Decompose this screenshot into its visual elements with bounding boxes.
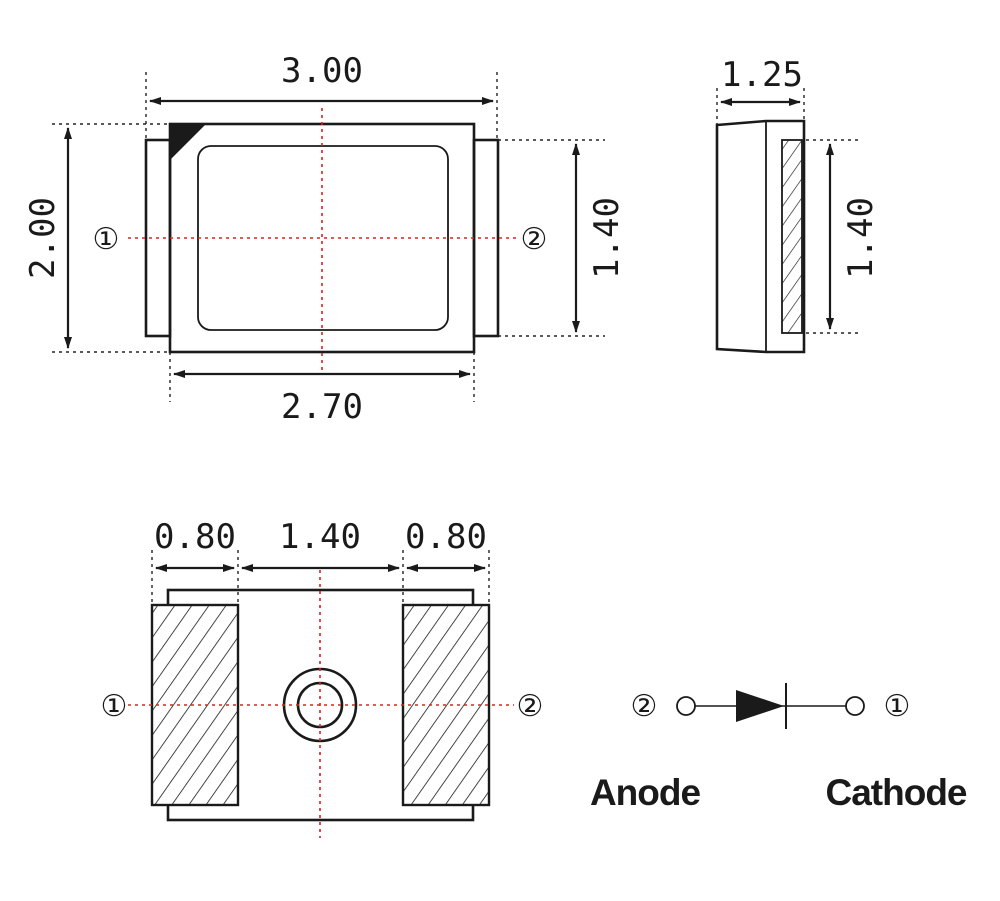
dim-thickness: 1.25	[721, 55, 803, 95]
polarity-mark	[170, 124, 206, 160]
side-terminal	[781, 139, 803, 334]
diode-symbol	[736, 690, 784, 722]
dim-height: 2.00	[23, 197, 63, 279]
bottom-view: 0.80 1.40 0.80 ① ②	[101, 517, 544, 838]
side-view: 1.25 1.40	[715, 55, 881, 354]
dim-side-pad-height: 1.40	[841, 197, 881, 279]
cathode-pin-label: ①	[884, 689, 911, 724]
anode-label: Anode	[590, 772, 701, 813]
pin-label-2: ②	[517, 689, 544, 724]
solder-pad-1	[150, 603, 240, 807]
top-view: 3.00 2.70 2.00 1.40 ① ②	[23, 51, 627, 427]
anode-terminal	[676, 696, 696, 716]
dim-width-inner: 2.70	[281, 387, 363, 427]
cathode-label: Cathode	[826, 772, 967, 813]
cathode-terminal	[845, 696, 865, 716]
dim-width-outer: 3.00	[281, 51, 363, 91]
dim-pad-height: 1.40	[587, 197, 627, 279]
diode-schematic: ② ① Anode Cathode	[590, 683, 968, 813]
dim-pad-left: 0.80	[154, 517, 236, 557]
dim-pad-right: 0.80	[405, 517, 487, 557]
pin-label-1: ①	[101, 689, 128, 724]
dim-pad-gap: 1.40	[279, 517, 361, 557]
anode-pin-label: ②	[631, 689, 658, 724]
pin-label-2: ②	[521, 222, 548, 257]
pin-label-1: ①	[93, 222, 120, 257]
